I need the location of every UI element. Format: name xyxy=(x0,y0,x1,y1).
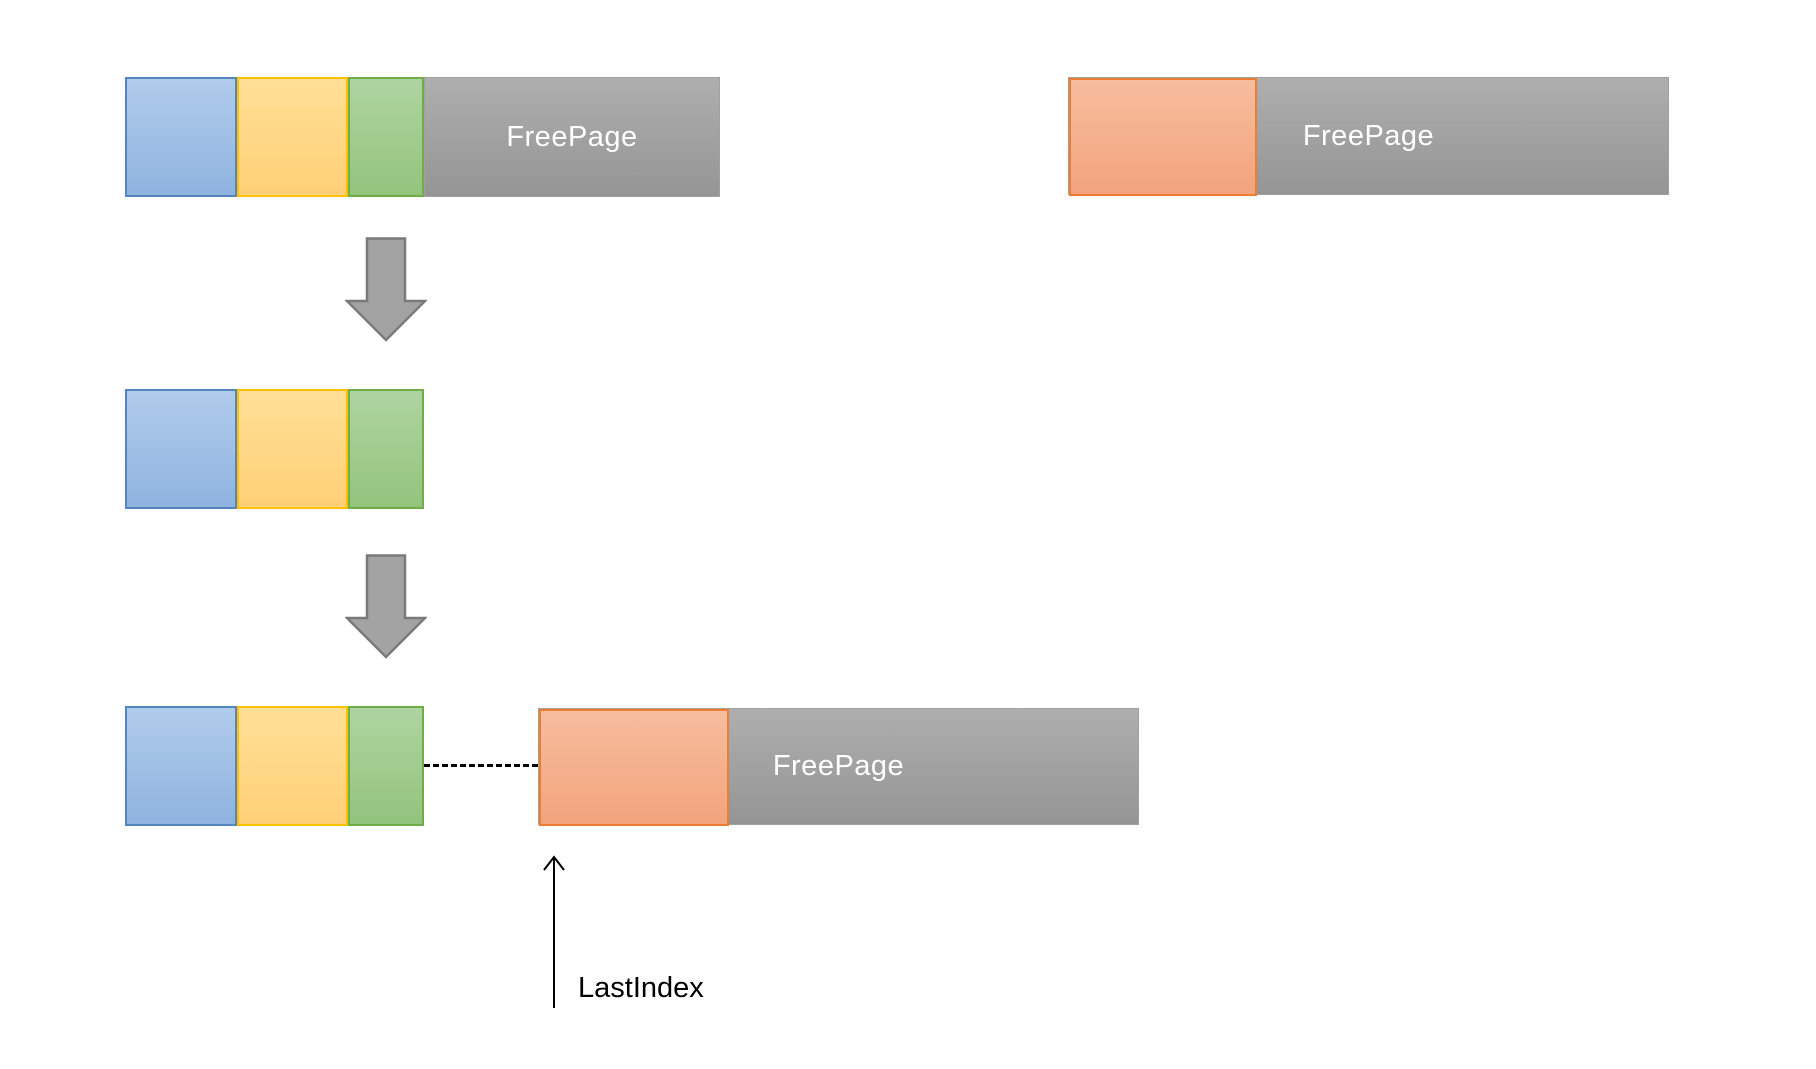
block-blue xyxy=(125,706,237,826)
transition-arrow-1 xyxy=(343,237,429,342)
block-blue xyxy=(125,389,237,509)
free-page-label: FreePage xyxy=(506,120,638,153)
block-yellow xyxy=(237,706,348,826)
transition-arrow-2 xyxy=(343,554,429,659)
block-yellow xyxy=(237,77,348,197)
block-yellow xyxy=(237,389,348,509)
free-page-label: FreePage xyxy=(772,750,905,782)
block-orange xyxy=(539,709,729,826)
page-blocks-bottom xyxy=(125,706,424,826)
page-blocks-middle xyxy=(125,389,424,509)
page-bar-bottom: FreePage xyxy=(538,708,1139,826)
last-index-label: LastIndex xyxy=(578,972,704,1004)
block-green xyxy=(348,706,424,826)
up-arrow-icon xyxy=(543,855,565,1008)
block-green xyxy=(348,389,424,509)
down-arrow-icon xyxy=(343,237,429,342)
block-green xyxy=(348,77,424,197)
down-arrow-icon xyxy=(343,554,429,659)
block-blue xyxy=(125,77,237,197)
dashed-connector xyxy=(424,764,538,767)
free-page-label: FreePage xyxy=(1302,119,1435,152)
free-page-segment: FreePage xyxy=(424,77,720,197)
page-bar-top-left: FreePage xyxy=(125,77,720,197)
last-index-pointer xyxy=(540,850,570,1012)
page-bar-top-right: FreePage xyxy=(1068,77,1669,196)
block-orange xyxy=(1069,78,1257,196)
